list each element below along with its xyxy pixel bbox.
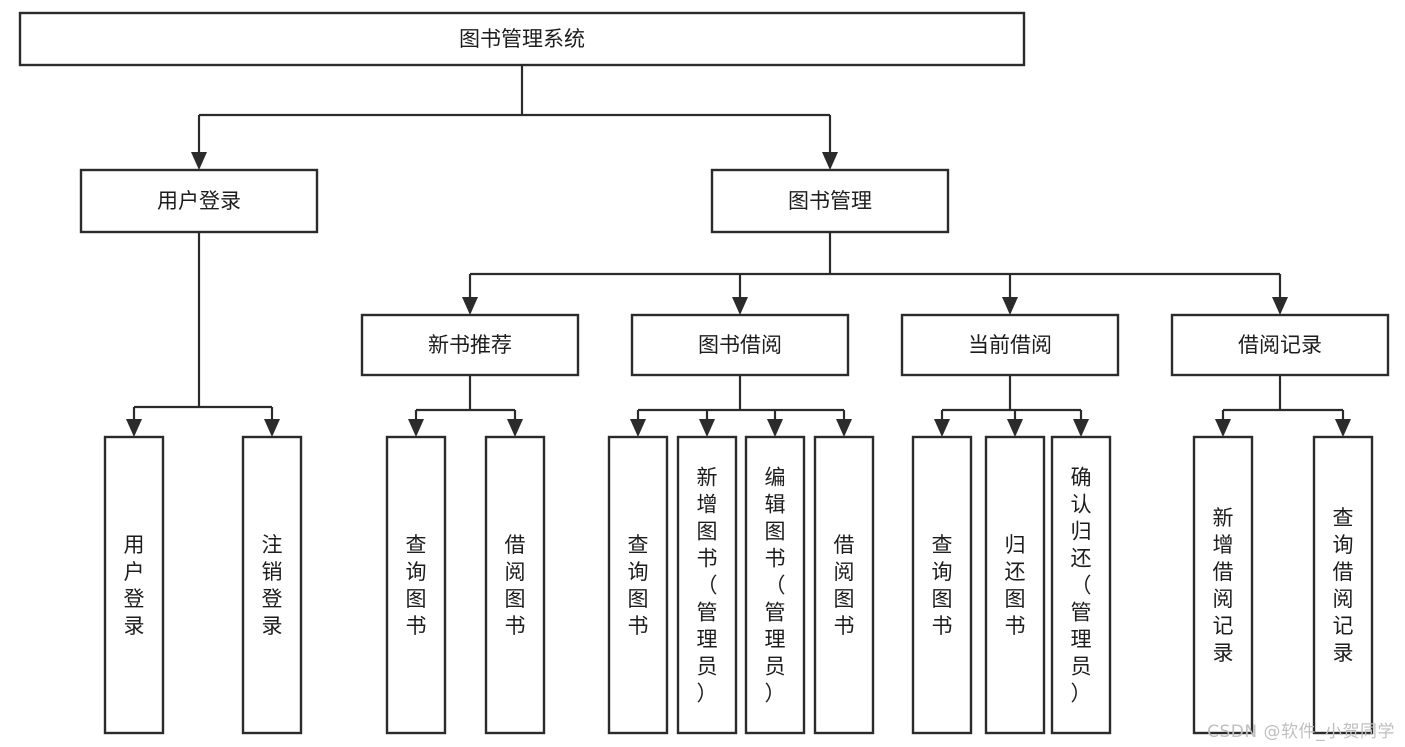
node-label-return-book: 归还图书: [1005, 533, 1026, 638]
node-box-query-book-3[interactable]: [911, 435, 973, 735]
node-query-book-1[interactable]: 查询图书: [385, 435, 447, 735]
arrowhead-book-borrow: [732, 297, 748, 315]
node-box-confirm-return-admin[interactable]: [1050, 435, 1112, 735]
arrowhead-user-logout: [264, 419, 280, 437]
node-label-current-borrow: 当前借阅: [968, 333, 1052, 357]
node-label-book-management: 图书管理: [788, 189, 872, 213]
node-label-add-borrow-record: 新增借阅记录: [1213, 506, 1234, 665]
node-box-query-book-2[interactable]: [607, 435, 669, 735]
node-box-add-book-admin[interactable]: [676, 435, 738, 735]
arrowhead-borrow-book-1: [507, 419, 523, 437]
node-box-book-management[interactable]: [710, 168, 950, 234]
node-label-user-logout: 注销登录: [262, 533, 283, 638]
node-box-book-borrow[interactable]: [630, 313, 850, 377]
node-label-borrow-book-2: 借阅图书: [834, 533, 855, 638]
node-confirm-return-admin[interactable]: 确认归还（管理员）: [1050, 435, 1112, 735]
arrowhead-current-borrow: [1002, 297, 1018, 315]
arrowhead-new-book-recommend: [462, 297, 478, 315]
node-label-user-login-do: 用户登录: [124, 533, 145, 638]
node-label-query-book-1: 查询图书: [406, 533, 427, 638]
node-label-query-book-2: 查询图书: [628, 533, 649, 638]
node-current-borrow[interactable]: 当前借阅: [900, 313, 1120, 377]
arrowhead-book-management: [822, 152, 838, 170]
node-box-edit-book-admin[interactable]: [744, 435, 806, 735]
node-box-add-borrow-record[interactable]: [1192, 435, 1254, 735]
node-label-edit-book-admin: 编辑图书（管理员）: [765, 466, 786, 706]
node-box-borrow-record[interactable]: [1170, 313, 1390, 377]
node-user-logout[interactable]: 注销登录: [241, 435, 303, 735]
node-label-user-login: 用户登录: [157, 189, 241, 213]
node-box-borrow-book-2[interactable]: [813, 435, 875, 735]
node-return-book[interactable]: 归还图书: [984, 435, 1046, 735]
node-label-book-borrow: 图书借阅: [698, 333, 782, 357]
node-box-current-borrow[interactable]: [900, 313, 1120, 377]
arrowhead-query-borrow-record: [1335, 419, 1351, 437]
node-box-query-book-1[interactable]: [385, 435, 447, 735]
node-book-borrow[interactable]: 图书借阅: [630, 313, 850, 377]
node-label-query-book-3: 查询图书: [932, 533, 953, 638]
arrowhead-add-borrow-record: [1215, 419, 1231, 437]
node-label-new-book-recommend: 新书推荐: [428, 333, 512, 357]
node-root[interactable]: 图书管理系统: [18, 11, 1026, 67]
arrowhead-edit-book-admin: [767, 419, 783, 437]
node-label-add-book-admin: 新增图书（管理员）: [697, 466, 718, 706]
node-box-root[interactable]: [18, 11, 1026, 67]
arrowhead-add-book-admin: [699, 419, 715, 437]
node-user-login[interactable]: 用户登录: [79, 168, 319, 234]
node-label-root: 图书管理系统: [459, 27, 585, 51]
node-label-borrow-record: 借阅记录: [1238, 333, 1322, 357]
node-borrow-book-1[interactable]: 借阅图书: [484, 435, 546, 735]
arrowhead-confirm-return-admin: [1073, 419, 1089, 437]
node-borrow-book-2[interactable]: 借阅图书: [813, 435, 875, 735]
arrowhead-return-book: [1007, 419, 1023, 437]
node-borrow-record[interactable]: 借阅记录: [1170, 313, 1390, 377]
node-label-query-borrow-record: 查询借阅记录: [1333, 506, 1354, 665]
arrowhead-query-book-1: [408, 419, 424, 437]
arrowhead-user-login: [191, 152, 207, 170]
node-query-borrow-record[interactable]: 查询借阅记录: [1312, 435, 1374, 735]
arrowhead-user-login-do: [126, 419, 142, 437]
node-box-return-book[interactable]: [984, 435, 1046, 735]
arrowhead-borrow-book-2: [836, 419, 852, 437]
node-edit-book-admin[interactable]: 编辑图书（管理员）: [744, 435, 806, 735]
node-box-user-logout[interactable]: [241, 435, 303, 735]
node-query-book-2[interactable]: 查询图书: [607, 435, 669, 735]
node-add-borrow-record[interactable]: 新增借阅记录: [1192, 435, 1254, 735]
node-book-management[interactable]: 图书管理: [710, 168, 950, 234]
node-query-book-3[interactable]: 查询图书: [911, 435, 973, 735]
arrowhead-query-book-3: [934, 419, 950, 437]
node-box-query-borrow-record[interactable]: [1312, 435, 1374, 735]
node-box-user-login-do[interactable]: [103, 435, 165, 735]
node-new-book-recommend[interactable]: 新书推荐: [360, 313, 580, 377]
node-add-book-admin[interactable]: 新增图书（管理员）: [676, 435, 738, 735]
arrowhead-borrow-record: [1272, 297, 1288, 315]
arrowhead-query-book-2: [630, 419, 646, 437]
node-user-login-do[interactable]: 用户登录: [103, 435, 165, 735]
node-box-borrow-book-1[interactable]: [484, 435, 546, 735]
node-label-borrow-book-1: 借阅图书: [505, 533, 526, 638]
node-label-confirm-return-admin: 确认归还（管理员）: [1071, 466, 1092, 706]
